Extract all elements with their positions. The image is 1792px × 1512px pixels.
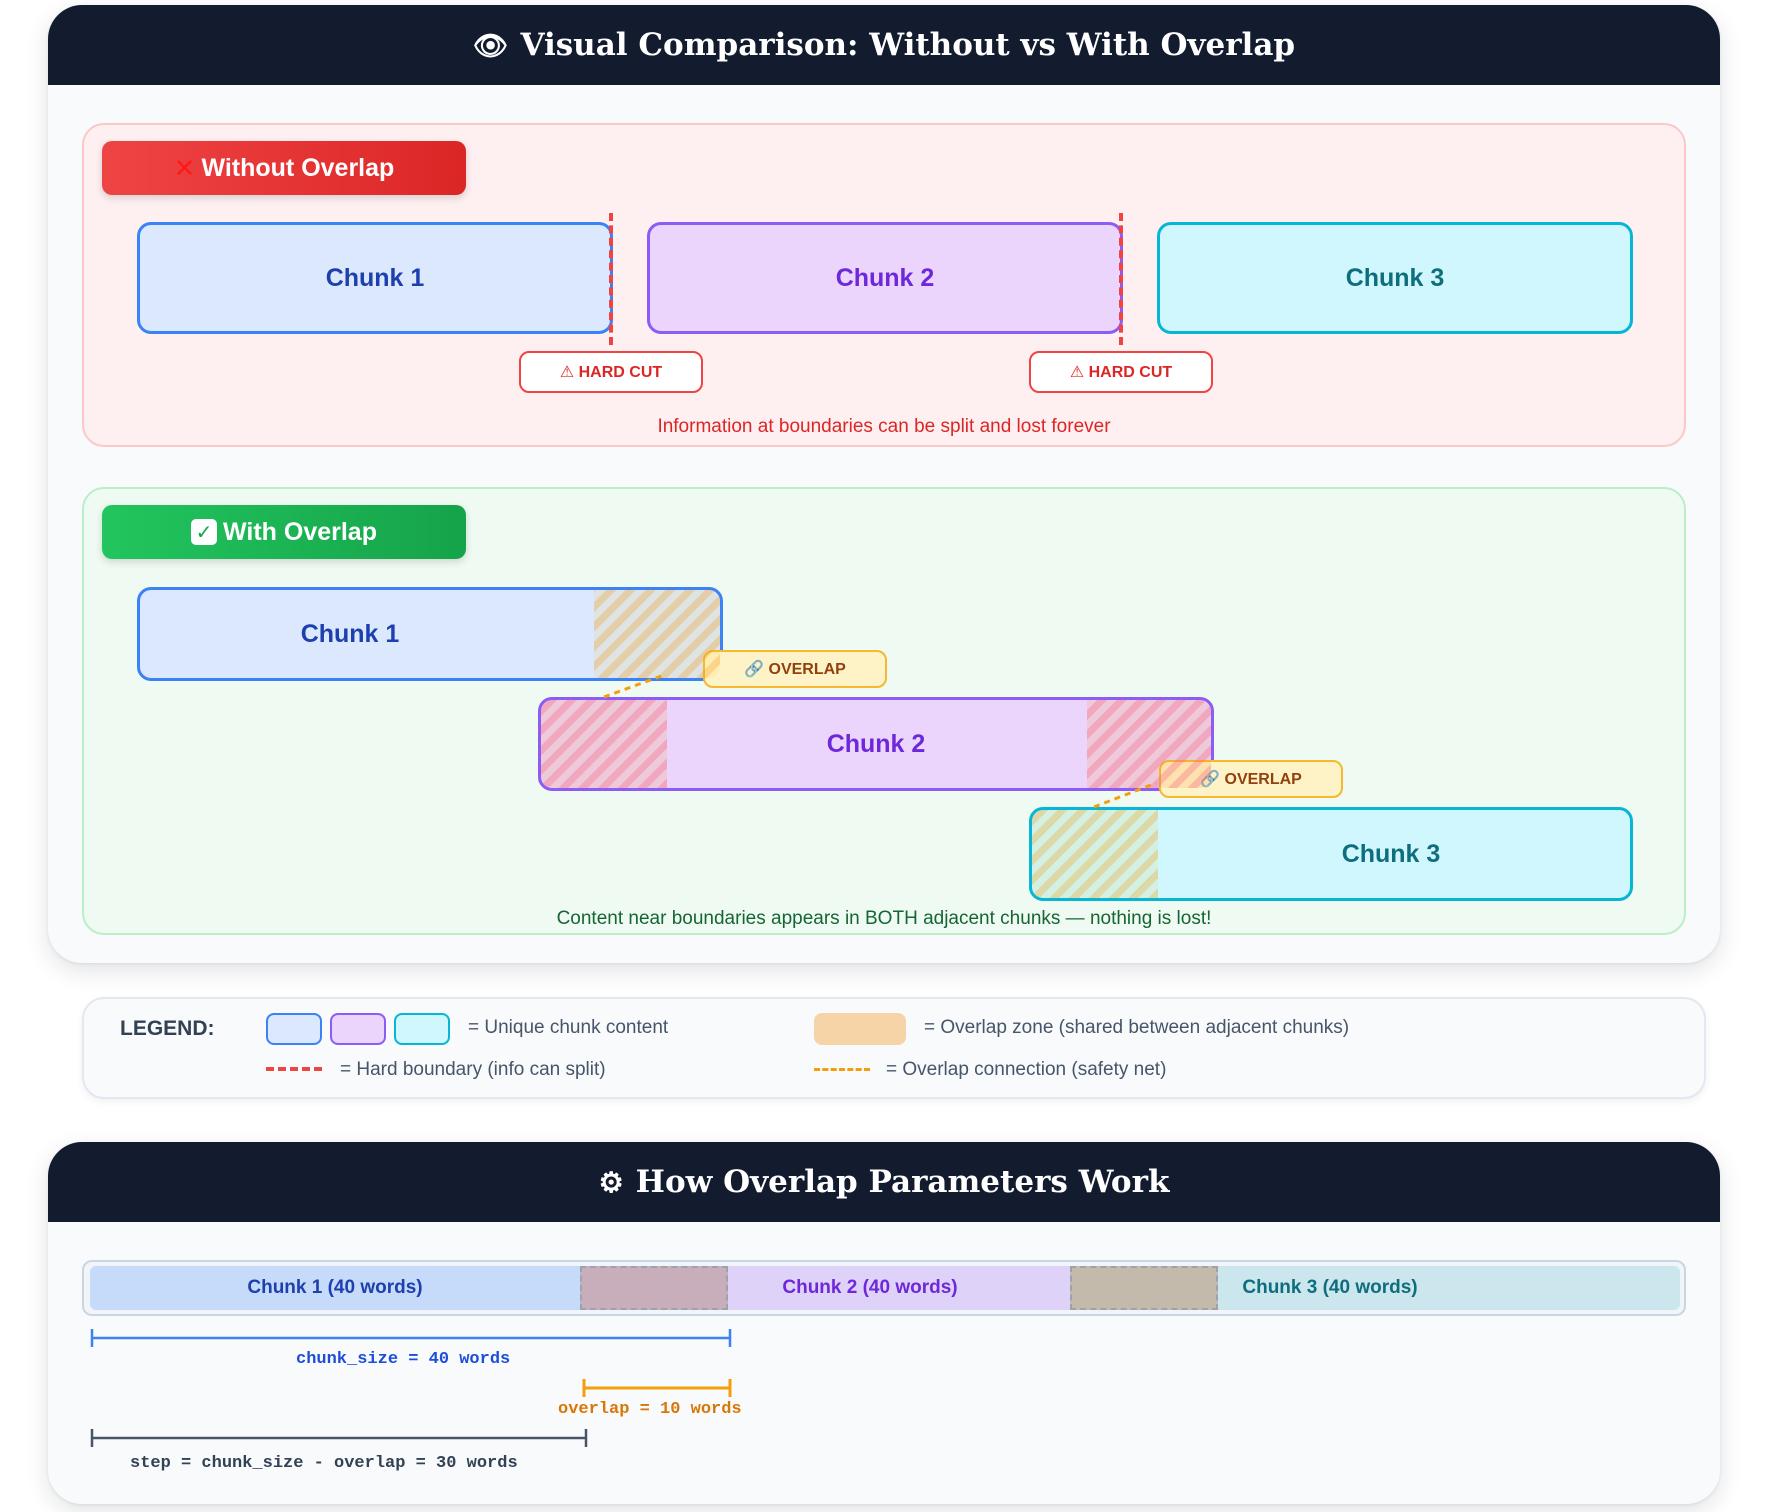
chunk-label: Chunk 2 bbox=[826, 729, 926, 758]
comparison-title: Visual Comparison: Without vs With Overl… bbox=[520, 27, 1296, 63]
without-chunk-2: Chunk 2 bbox=[647, 222, 1123, 334]
overlap-zone bbox=[1032, 810, 1158, 898]
overlap-zone bbox=[1087, 700, 1211, 788]
with-overlap-label: With Overlap bbox=[223, 517, 377, 546]
segment-label: Chunk 2 (40 words) bbox=[782, 1277, 958, 1298]
chunk-label: Chunk 1 bbox=[300, 619, 400, 648]
cross-icon: ✕ bbox=[173, 152, 196, 183]
swatch-chunk-2 bbox=[330, 1013, 386, 1045]
swatch-chunk-1 bbox=[266, 1013, 322, 1045]
step-label: step = chunk_size - overlap = 30 words bbox=[130, 1454, 518, 1473]
without-overlap-badge: ✕ Without Overlap bbox=[102, 141, 466, 195]
swatch-chunk-3 bbox=[394, 1013, 450, 1045]
hard-boundary-line bbox=[1119, 213, 1123, 345]
segment-label: Chunk 1 (40 words) bbox=[247, 1277, 423, 1298]
legend-overlap-connection: = Overlap connection (safety net) bbox=[886, 1059, 1167, 1080]
with-chunk-1: Chunk 1 bbox=[137, 587, 723, 681]
overlap-zone-2 bbox=[1070, 1266, 1218, 1310]
overlap-zone-1 bbox=[580, 1266, 728, 1310]
step-bracket bbox=[90, 1429, 588, 1447]
comparison-header: 👁 Visual Comparison: Without vs With Ove… bbox=[48, 5, 1720, 85]
overlap-bracket bbox=[582, 1379, 732, 1397]
hard-cut-badge: ⚠ HARD CUT bbox=[519, 351, 703, 393]
hard-cut-label: ⚠ HARD CUT bbox=[1069, 364, 1173, 381]
overlap-connection-sample bbox=[814, 1068, 870, 1071]
hard-cut-label: ⚠ HARD CUT bbox=[559, 364, 663, 381]
chunk-label: Chunk 2 bbox=[835, 263, 935, 292]
with-chunk-2: Chunk 2 bbox=[538, 697, 1214, 791]
overlap-zone bbox=[594, 590, 720, 678]
legend-title: LEGEND: bbox=[120, 1017, 215, 1040]
segment-label: Chunk 3 (40 words) bbox=[1242, 1277, 1418, 1298]
comparison-card: 👁 Visual Comparison: Without vs With Ove… bbox=[48, 5, 1720, 963]
gear-icon: ⚙ bbox=[598, 1165, 624, 1199]
hard-boundary-sample bbox=[266, 1067, 322, 1071]
chunk-label: Chunk 3 bbox=[1345, 263, 1445, 292]
overlap-badge: 🔗 OVERLAP bbox=[1159, 760, 1343, 798]
overlap-label: 🔗 OVERLAP bbox=[1200, 771, 1302, 788]
without-overlap-note: Information at boundaries can be split a… bbox=[657, 416, 1111, 437]
overlap-label: 🔗 OVERLAP bbox=[744, 661, 846, 678]
chunk-label: Chunk 1 bbox=[325, 263, 425, 292]
with-overlap-note: Content near boundaries appears in BOTH … bbox=[556, 908, 1212, 929]
measure-lines bbox=[90, 1329, 732, 1447]
eye-icon: 👁 bbox=[472, 28, 509, 62]
hard-cut-badge: ⚠ HARD CUT bbox=[1029, 351, 1213, 393]
parameters-title: How Overlap Parameters Work bbox=[635, 1164, 1170, 1200]
chunk-label: Chunk 3 bbox=[1341, 839, 1441, 868]
overlap-connectors bbox=[603, 673, 1157, 809]
parameters-header: ⚙ How Overlap Parameters Work bbox=[48, 1142, 1720, 1222]
with-chunk-3: Chunk 3 bbox=[1029, 807, 1633, 901]
swatch-overlap-zone bbox=[814, 1013, 906, 1045]
parameters-card: ⚙ How Overlap Parameters Work Chunk 1 (4… bbox=[48, 1142, 1720, 1504]
chunk-size-label: chunk_size = 40 words bbox=[296, 1350, 511, 1369]
overlap-zone bbox=[541, 700, 667, 788]
chunk-bar: Chunk 1 (40 words) Chunk 2 (40 words) Ch… bbox=[82, 1260, 1686, 1316]
overlap-connection-line bbox=[603, 673, 665, 699]
legend-unique: = Unique chunk content bbox=[468, 1017, 669, 1038]
chunk-size-bracket bbox=[90, 1329, 732, 1347]
chunk-segment-1: Chunk 1 (40 words) bbox=[90, 1266, 580, 1310]
overlap-label: overlap = 10 words bbox=[558, 1400, 742, 1419]
hard-boundary-line bbox=[609, 213, 613, 345]
without-overlap-label: Without Overlap bbox=[201, 153, 395, 182]
legend-overlap-zone: = Overlap zone (shared between adjacent … bbox=[924, 1017, 1350, 1038]
with-overlap-badge: ✓ With Overlap bbox=[102, 505, 466, 559]
check-icon: ✓ bbox=[191, 519, 218, 545]
without-chunk-3: Chunk 3 bbox=[1157, 222, 1633, 334]
legend: LEGEND: = Unique chunk content = Overlap… bbox=[82, 997, 1706, 1099]
legend-hard-boundary: = Hard boundary (info can split) bbox=[340, 1059, 606, 1080]
overlap-connection-line bbox=[1093, 781, 1157, 809]
overlap-badge: 🔗 OVERLAP bbox=[703, 650, 887, 688]
